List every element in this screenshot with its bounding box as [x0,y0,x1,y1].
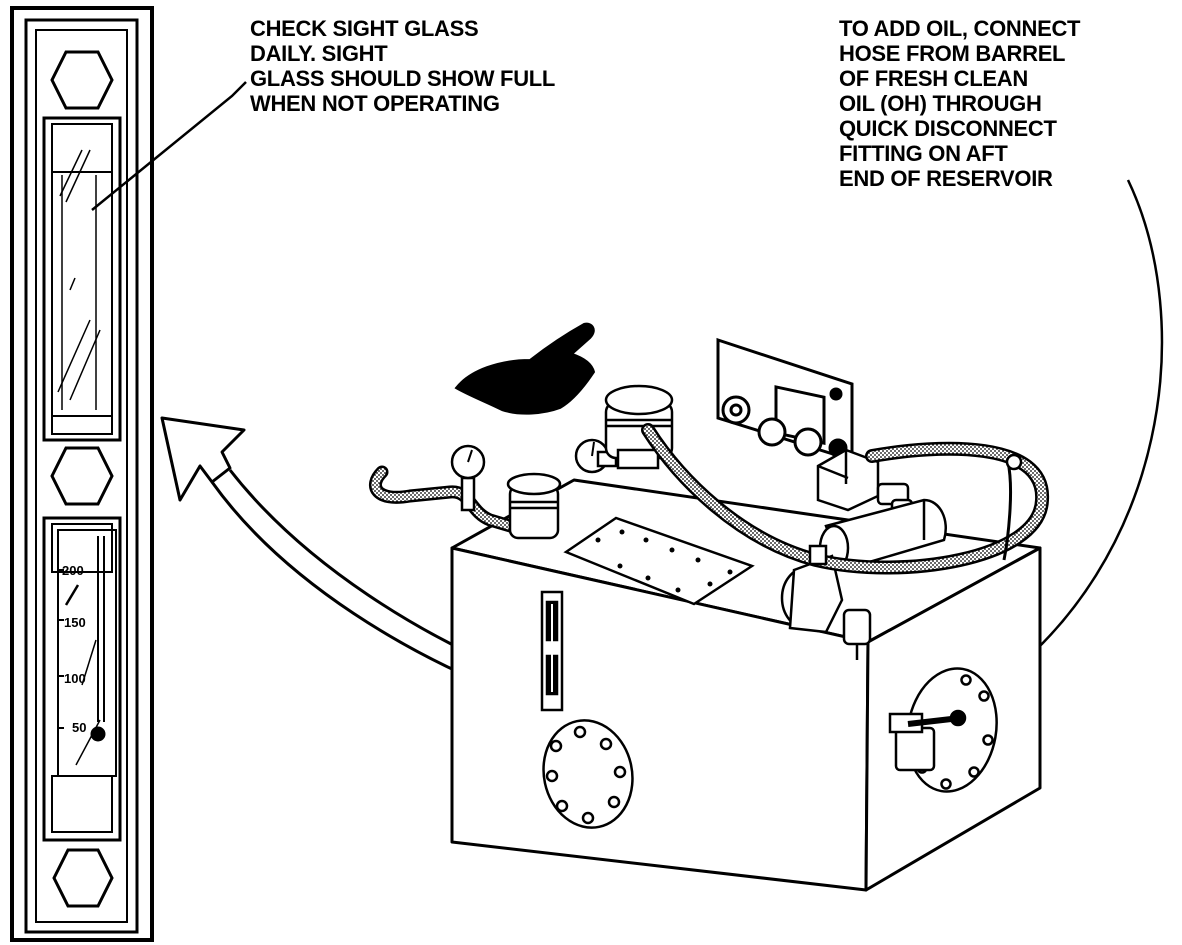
note-line: TO ADD OIL, CONNECT [839,16,1081,41]
sight-glass-plate [35,29,128,923]
hex-bolt-bottom-icon [52,848,114,908]
note-line: GLASS SHOULD SHOW FULL [250,66,556,91]
tick-label: 50 [72,720,86,735]
small-filter-canister [842,608,872,660]
add-oil-note: TO ADD OIL, CONNECT HOSE FROM BARREL OF … [839,16,1081,191]
hex-bolt-top-icon [50,50,114,110]
tick-label: 100 [64,671,86,686]
note-line: WHEN NOT OPERATING [250,91,500,116]
note-line: HOSE FROM BARREL [839,41,1066,66]
inspection-plate [563,516,755,606]
hose-clamp-line [1002,461,1013,561]
note-line: OF FRESH CLEAN [839,66,1028,91]
note-line: DAILY. SIGHT [250,41,388,66]
hose-coupling [808,544,828,566]
sight-glass-note: CHECK SIGHT GLASS DAILY. SIGHT GLASS SHO… [250,16,555,116]
fill-port-leader-arc [987,179,1164,692]
pressure-gauge-left [450,444,486,512]
thermometer-window [42,516,122,842]
sight-glass-detail [10,6,154,942]
note-line: OIL (OH) THROUGH [839,91,1042,116]
quick-disconnect-fitting [888,709,967,772]
upper-glass-window [42,116,122,442]
thermometer-scale: 200 150 100 50 [62,563,86,735]
front-flange [542,719,634,829]
note-line: END OF RESERVOIR [839,166,1053,191]
pointing-hand-icon [454,322,596,415]
tick-label: 200 [62,563,84,578]
sight-glass-inner-frame [24,18,139,934]
sight-glass-leader-line [91,81,247,211]
control-panel [716,337,854,463]
note-line: CHECK SIGHT GLASS [250,16,479,41]
hose-clamp [1005,453,1023,471]
filter-canister-front [506,472,562,540]
tick-label: 150 [64,615,86,630]
tank-sight-glass [540,590,564,712]
note-line: FITTING ON AFT [839,141,1008,166]
note-line: QUICK DISCONNECT [839,116,1057,141]
hex-bolt-middle-icon [50,446,114,506]
sight-glass-outer-frame [10,6,154,942]
